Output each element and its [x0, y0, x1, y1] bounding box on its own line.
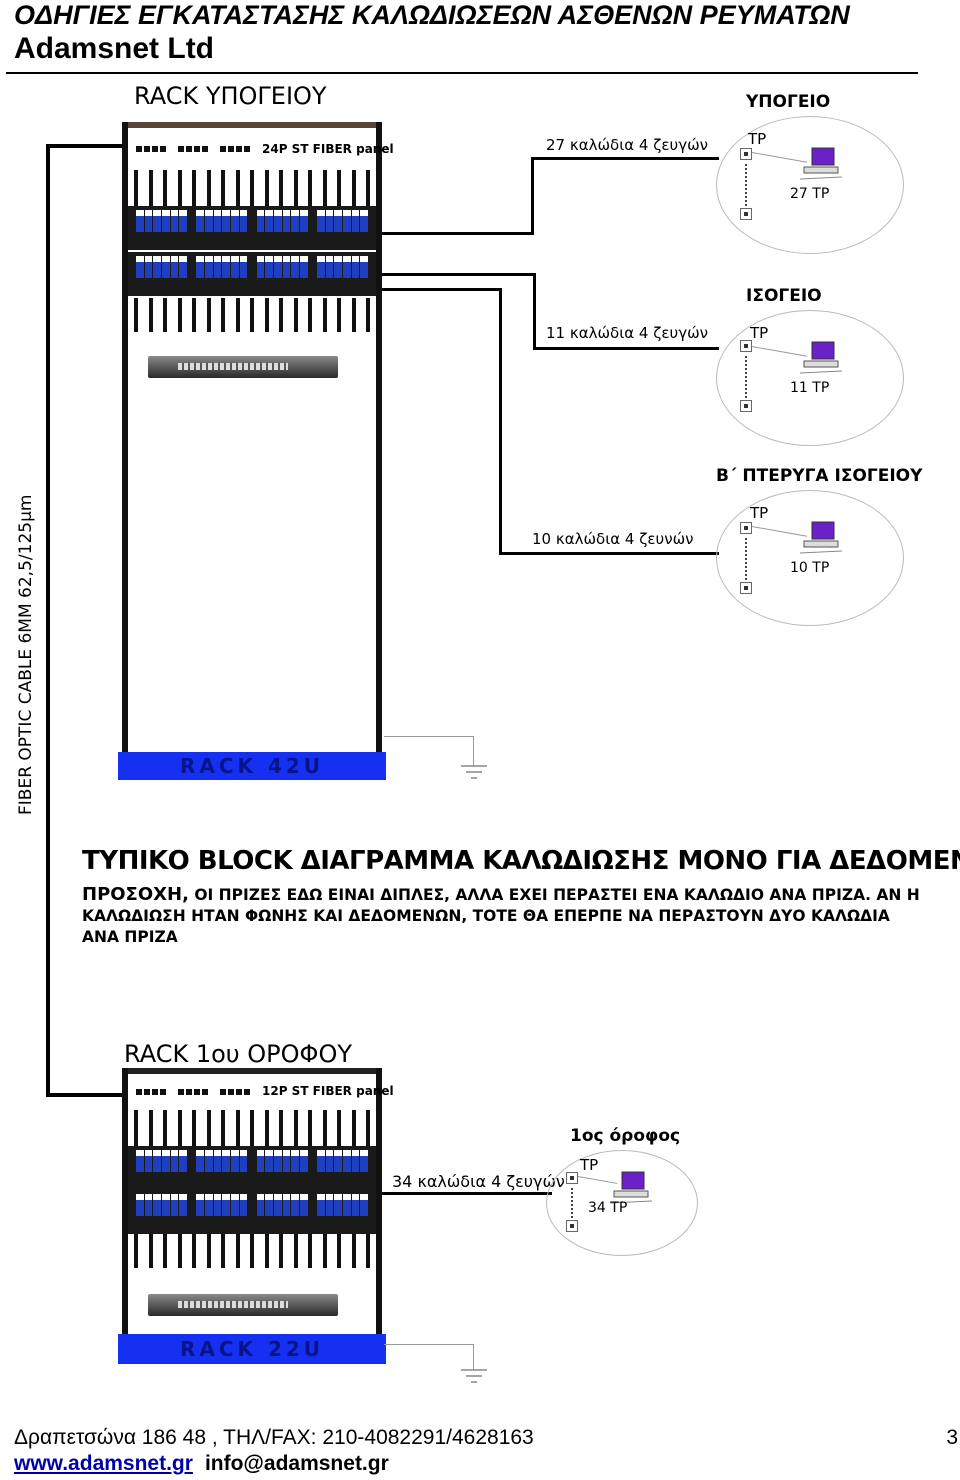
zone-title-wing-b: Β΄ ΠΤΕΡΥΓΑ ΙΣΟΓΕΙΟΥ	[716, 466, 923, 486]
rack-basement-name: RACK ΥΠΟΓΕΙΟΥ	[134, 82, 327, 110]
zone-title-basement: ΥΠΟΓΕΙΟ	[746, 92, 831, 112]
notice-body: ΟΙ ΠΡΙΖΕΣ ΕΔΩ ΕΙΝΑΙ ΔΙΠΛΕΣ, ΑΛΛΑ ΕΧΕΙ ΠΕ…	[82, 886, 920, 946]
tp-label: TP	[750, 324, 769, 342]
patch-panel-2	[128, 1190, 376, 1234]
computer-icon	[610, 1171, 653, 1204]
outlet-dots	[745, 356, 749, 398]
tp-count-basement: 27 TP	[790, 186, 830, 202]
cable-ground-floor	[382, 273, 536, 276]
fiber-panel-leds	[220, 1089, 250, 1095]
cable-wing-b	[499, 288, 502, 555]
fiber-link-vertical	[46, 144, 50, 1096]
ground-wire	[384, 736, 474, 737]
tp-label: TP	[748, 130, 767, 148]
computer-icon	[800, 521, 843, 554]
outlet-dots	[571, 1188, 575, 1218]
rack-basement: 24P ST FIBER panel	[122, 122, 394, 754]
fiber-panel-label: 12P ST FIBER panel	[262, 1084, 394, 1098]
fiber-link-bottom	[46, 1093, 122, 1097]
cable-ground-floor	[533, 347, 719, 350]
page-number: 3	[946, 1426, 958, 1449]
tp-count-first-floor: 34 TP	[588, 1200, 628, 1216]
fiber-panel-leds	[220, 146, 250, 152]
cable-label-basement: 27 καλώδια 4 ζευγών	[546, 136, 709, 154]
fiber-panel-leds	[136, 146, 166, 152]
block-diagram-title: ΤΥΠΙΚΟ BLOCK ΔΙΑΓΡΑΜΜΑ ΚΑΛΩΔΙΩΣΗΣ ΜΟΝΟ Γ…	[82, 846, 960, 876]
rack-first-floor-base: RACK 22U	[118, 1334, 386, 1364]
outlet-icon	[566, 1172, 578, 1184]
company-name: Adamsnet Ltd	[14, 32, 215, 65]
fiber-cable-label: FIBER OPTIC CABLE 6MM 62,5/125μm	[16, 494, 36, 815]
zone-circle-wing-b	[716, 490, 904, 626]
zone-title-ground-floor: ΙΣΟΓΕΙΟ	[746, 286, 822, 306]
ground-wire	[473, 1344, 474, 1370]
zone-circle-basement	[716, 116, 904, 254]
notice-lead: ΠΡΟΣΟΧΗ,	[82, 884, 189, 905]
fiber-panel-leds	[136, 1089, 166, 1095]
fiber-panel-label: 24P ST FIBER panel	[262, 142, 394, 156]
cable-ground-floor	[533, 273, 536, 350]
ground-wire	[473, 736, 474, 766]
cable-manager-upper	[130, 170, 374, 206]
notice-text: ΠΡΟΣΟΧΗ, ΟΙ ΠΡΙΖΕΣ ΕΔΩ ΕΙΝΑΙ ΔΙΠΛΕΣ, ΑΛΛ…	[82, 884, 922, 948]
zone-circle-first-floor	[546, 1150, 698, 1256]
rack-first-floor-top	[128, 1068, 376, 1074]
patch-panel-1	[128, 206, 376, 250]
outlet-dots	[745, 164, 749, 206]
tp-label: TP	[580, 1156, 599, 1174]
ground-symbol	[461, 765, 487, 779]
cable-first-floor	[382, 1192, 552, 1195]
network-switch	[148, 356, 338, 378]
outlet-icon	[740, 208, 752, 220]
cable-basement	[382, 232, 534, 235]
zone-title-first-floor: 1ος όροφος	[570, 1126, 681, 1146]
rack-first-floor-name: RACK 1ου ΟΡΟΦΟΥ	[124, 1040, 352, 1068]
rack-first-floor-fiber-panel: 12P ST FIBER panel	[130, 1074, 394, 1110]
rack-basement-top	[128, 122, 376, 128]
fiber-panel-leds	[178, 1089, 208, 1095]
outlet-icon	[740, 400, 752, 412]
document-title: ΟΔΗΓΙΕΣ ΕΓΚΑΤΑΣΤΑΣΗΣ ΚΑΛΩΔΙΩΣΕΩΝ ΑΣΘΕΝΩΝ…	[14, 0, 850, 30]
outlet-icon	[740, 148, 752, 160]
cable-manager-lower	[130, 1234, 374, 1268]
cable-label-wing-b: 10 καλώδια 4 ζευνών	[532, 530, 694, 548]
cable-basement	[531, 157, 719, 160]
outlet-icon	[740, 582, 752, 594]
ground-wire	[384, 1344, 474, 1345]
fiber-panel-leds	[178, 146, 208, 152]
cable-manager-upper	[130, 1110, 374, 1146]
network-switch	[148, 1294, 338, 1316]
cable-wing-b	[382, 288, 502, 291]
cable-label-first-floor: 34 καλώδια 4 ζευγών	[392, 1172, 565, 1191]
tp-count-ground-floor: 11 TP	[790, 380, 830, 396]
zone-circle-ground-floor	[716, 310, 904, 446]
outlet-icon	[740, 340, 752, 352]
patch-panel-1	[128, 1146, 376, 1190]
cable-label-ground-floor: 11 καλώδια 4 ζευγών	[546, 324, 709, 342]
computer-icon	[800, 341, 843, 374]
cable-basement	[531, 157, 534, 235]
website-link[interactable]: www.adamsnet.gr	[14, 1452, 193, 1475]
footer-address: Δραπετσώνα 186 48 , ΤΗΛ/FAX: 210-4082291…	[14, 1426, 534, 1449]
cable-manager-lower	[130, 298, 374, 332]
email-address[interactable]: info@adamsnet.gr	[204, 1452, 389, 1475]
tp-label: TP	[750, 504, 769, 522]
fiber-link-top	[46, 144, 122, 148]
tp-count-wing-b: 10 TP	[790, 560, 830, 576]
patch-panel-2	[128, 252, 376, 296]
rack-basement-base: RACK 42U	[118, 752, 386, 780]
outlet-dots	[745, 538, 749, 580]
computer-icon	[800, 147, 843, 180]
cable-wing-b	[499, 552, 719, 555]
ground-symbol	[461, 1369, 487, 1383]
rack-first-floor: 12P ST FIBER panel	[122, 1068, 394, 1336]
outlet-icon	[740, 522, 752, 534]
header-rule	[6, 72, 918, 74]
footer-contacts: www.adamsnet.gr info@adamsnet.gr	[14, 1452, 389, 1476]
rack-basement-fiber-panel: 24P ST FIBER panel	[130, 130, 394, 168]
outlet-icon	[566, 1220, 578, 1232]
